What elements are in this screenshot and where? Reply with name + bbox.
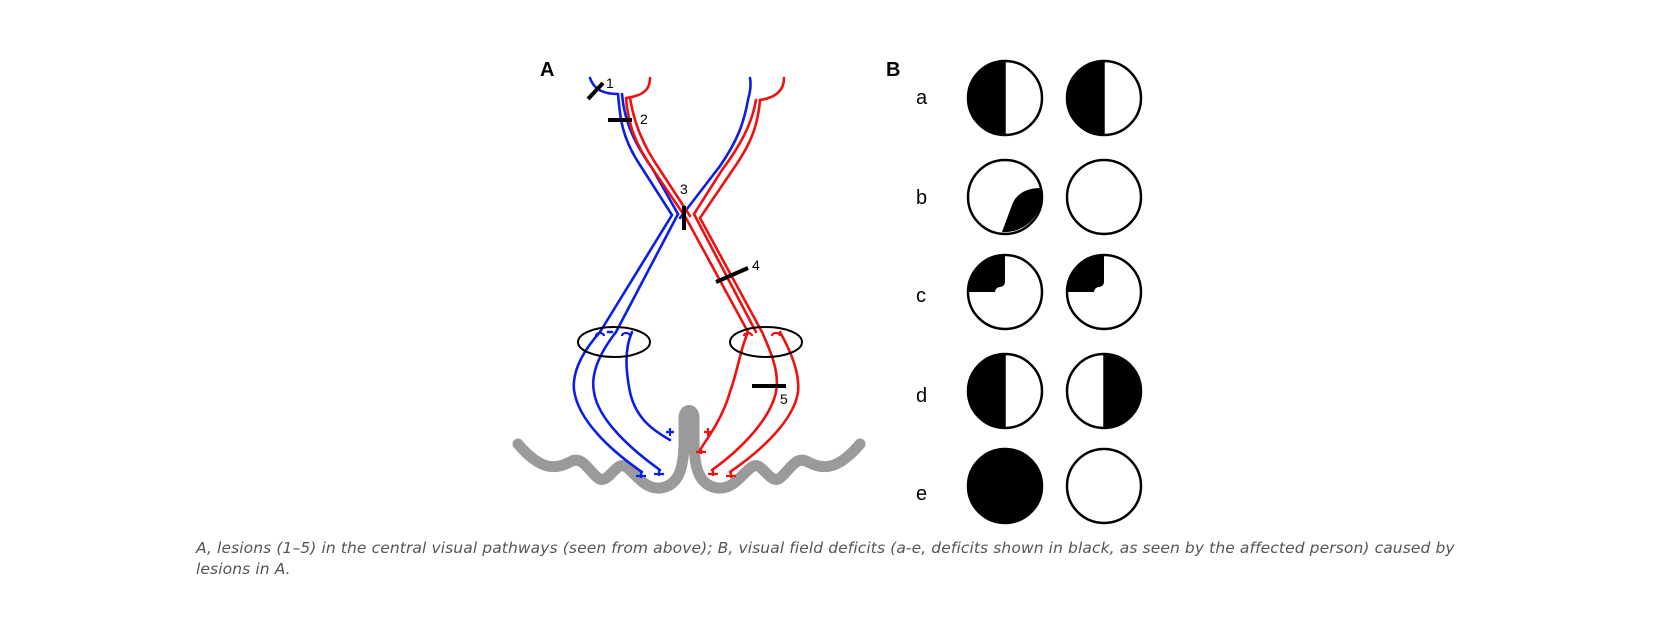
field-b-right-eye bbox=[1065, 158, 1143, 236]
lesion-label-5: 5 bbox=[780, 391, 788, 407]
lesion-label-2: 2 bbox=[640, 111, 648, 127]
visual-cortex bbox=[512, 405, 866, 494]
field-e-left-eye bbox=[966, 447, 1044, 525]
row-label-c: c bbox=[916, 285, 926, 307]
field-d-left-eye bbox=[966, 352, 1044, 430]
left-pathway-blue bbox=[572, 76, 752, 474]
lesion-label-1: 1 bbox=[606, 75, 614, 91]
lesion-markers bbox=[586, 81, 786, 388]
figure-caption: A, lesions (1–5) in the central visual p… bbox=[196, 539, 1455, 578]
row-label-e: e bbox=[916, 483, 927, 505]
lesion-1-bar bbox=[586, 81, 605, 101]
field-c-left-eye bbox=[966, 253, 1044, 331]
row-label-d: d bbox=[916, 385, 927, 407]
right-pathway-red bbox=[624, 76, 800, 474]
field-a-right-eye bbox=[1065, 59, 1143, 137]
right-lgn bbox=[729, 326, 803, 358]
left-lgn bbox=[577, 326, 651, 358]
field-e-right-eye bbox=[1065, 447, 1143, 525]
panel-b-label: B bbox=[886, 59, 900, 81]
field-c-right-eye bbox=[1065, 253, 1143, 331]
row-label-b: b bbox=[916, 187, 927, 209]
panel-a-label: A bbox=[540, 59, 554, 81]
lesion-labels: 1 2 3 4 5 bbox=[606, 75, 788, 407]
row-labels: a b c d e bbox=[916, 87, 928, 505]
right-pathway-red-terminals bbox=[696, 331, 782, 478]
left-pathway-blue-terminals bbox=[594, 331, 674, 478]
lesion-label-4: 4 bbox=[752, 257, 760, 273]
row-label-a: a bbox=[916, 87, 928, 109]
field-d-right-eye bbox=[1065, 352, 1143, 430]
lesion-label-3: 3 bbox=[680, 181, 688, 197]
lesion-4-bar bbox=[715, 266, 749, 284]
field-a-left-eye bbox=[966, 59, 1044, 137]
field-b-left-eye bbox=[966, 158, 1044, 236]
